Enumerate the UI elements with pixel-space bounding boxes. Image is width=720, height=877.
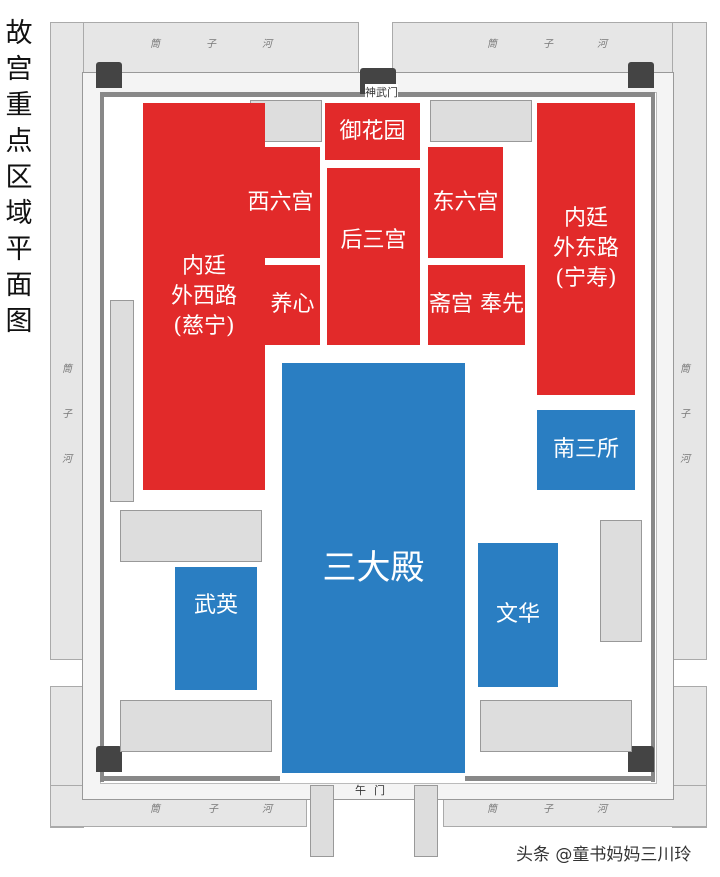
- region-west-six-palaces[interactable]: 西六宫: [241, 147, 320, 258]
- building: [110, 300, 134, 502]
- moat-label: 河: [597, 804, 607, 815]
- region-label: 外西路: [170, 283, 237, 309]
- moat-left: [50, 22, 84, 660]
- region-label: 武英: [193, 593, 238, 618]
- corner-tower-icon: [628, 62, 654, 88]
- moat-label: 筒: [680, 364, 690, 375]
- moat-label: 子: [680, 409, 690, 420]
- moat-label: 筒子河: [150, 39, 318, 50]
- moat-label: 子: [62, 409, 72, 420]
- map-title: 故 宫 重 点 区 域 平 面 图: [4, 18, 34, 338]
- building: [414, 785, 438, 857]
- region-wuying[interactable]: 武英: [175, 567, 257, 690]
- region-yangxin[interactable]: 养心: [265, 265, 320, 345]
- building: [120, 700, 272, 752]
- moat-label: 子: [208, 804, 218, 815]
- region-label: 斋宫 奉先: [429, 292, 524, 317]
- region-wenhua[interactable]: 文华: [478, 543, 558, 687]
- region-label: 后三宫: [340, 228, 407, 253]
- title-char: 图: [5, 306, 33, 337]
- region-label: 御花园: [339, 118, 406, 144]
- building: [430, 100, 532, 142]
- south-wall: [100, 776, 280, 781]
- moat-label: 子: [543, 39, 553, 50]
- corner-tower-icon: [628, 746, 654, 772]
- building: [480, 700, 632, 752]
- moat-right: [672, 22, 707, 660]
- region-label: 内廷: [181, 253, 226, 279]
- title-char: 平: [5, 234, 33, 265]
- region-east-six-palaces[interactable]: 东六宫: [428, 147, 503, 258]
- title-char: 重: [5, 90, 33, 121]
- region-label: (慈宁): [173, 313, 235, 339]
- building: [310, 785, 334, 857]
- building: [600, 520, 642, 642]
- title-char: 宫: [5, 54, 33, 85]
- region-three-great-halls[interactable]: 三大殿: [282, 363, 465, 773]
- watermark: 头条 @童书妈妈三川玲: [516, 845, 692, 865]
- region-imperial-garden[interactable]: 御花园: [325, 103, 420, 160]
- region-label: 内廷: [563, 206, 608, 231]
- moat-label: 河: [62, 454, 72, 465]
- moat-label: 筒: [62, 364, 72, 375]
- building: [120, 510, 262, 562]
- moat-label: 河: [680, 454, 690, 465]
- title-char: 域: [5, 198, 33, 229]
- moat-top-right: [392, 22, 707, 74]
- region-east-outer[interactable]: 内廷外东路 (宁寿): [537, 103, 635, 395]
- region-zhaigong-fengxian[interactable]: 斋宫 奉先: [428, 265, 525, 345]
- title-char: 面: [5, 270, 33, 301]
- region-label: 西六宫: [247, 189, 314, 215]
- east-wall: [651, 92, 655, 782]
- moat-label: 河: [597, 39, 607, 50]
- moat-label: 筒: [487, 39, 497, 50]
- moat-label: 筒: [487, 804, 497, 815]
- region-label: (宁寿): [555, 266, 617, 291]
- moat-label: 河: [262, 804, 272, 815]
- corner-tower-icon: [96, 746, 122, 772]
- west-wall: [100, 92, 104, 782]
- title-char: 区: [5, 162, 33, 193]
- region-label: 养心: [270, 292, 315, 317]
- gate-shenwu: 神武门: [365, 84, 398, 100]
- corner-tower-icon: [96, 62, 122, 88]
- south-wall: [465, 776, 655, 781]
- moat-label: 子: [543, 804, 553, 815]
- region-label: 外东路: [552, 236, 619, 261]
- moat-label: 筒: [150, 804, 160, 815]
- region-nansansuo[interactable]: 南三所: [537, 410, 635, 490]
- region-rear-three-palaces[interactable]: 后三宫: [327, 168, 420, 345]
- region-label: 文华: [495, 602, 540, 627]
- region-label: 南三所: [552, 437, 619, 462]
- gate-wu: 午门: [355, 784, 393, 797]
- title-char: 点: [5, 126, 33, 157]
- region-label: 三大殿: [322, 548, 425, 588]
- title-char: 故: [5, 18, 33, 49]
- region-label: 东六宫: [432, 189, 499, 215]
